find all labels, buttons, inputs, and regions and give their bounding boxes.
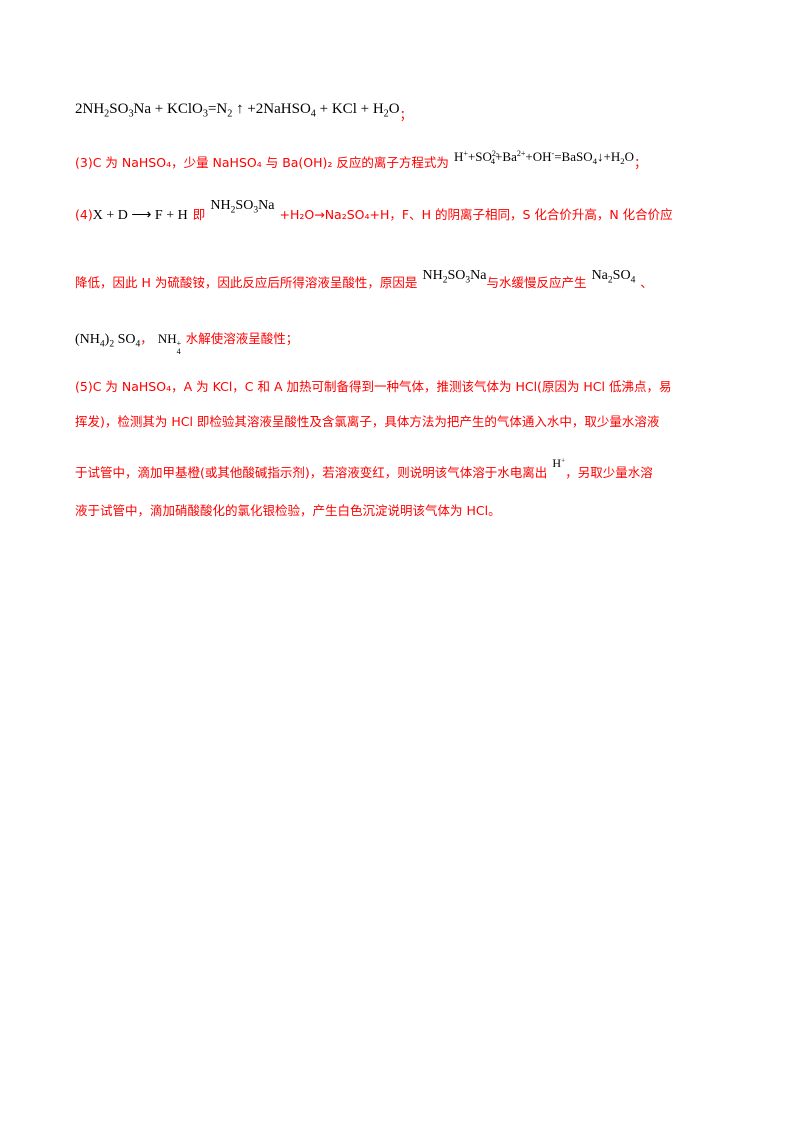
eq-subscript: 2	[620, 156, 625, 167]
eq-text: O	[388, 101, 400, 117]
eq-subscript: 2	[230, 205, 236, 216]
eq-superscript: 2+	[516, 149, 526, 159]
eq-text: SO	[109, 101, 129, 117]
answer-line-4b: 降低，因此 H 为硫酸铵，因此反应后所得溶液呈酸性，原因是 NH2SO3Na与水…	[75, 268, 653, 292]
formula-nh2so3na: NH2SO3Na	[422, 268, 487, 286]
semicolon: ；	[399, 107, 413, 122]
answer-text: 降低，因此 H 为硫酸铵，因此反应后所得溶液呈酸性，原因是	[75, 275, 418, 290]
eq-text: )	[104, 332, 110, 347]
eq-superscript: 2-	[491, 149, 499, 159]
eq-superscript: +	[176, 338, 182, 348]
eq-text: SO	[235, 198, 254, 213]
eq-subscript: 3	[128, 108, 134, 120]
answer-text: 与水缓慢反应产生	[486, 275, 587, 290]
eq-subscript: 4	[135, 339, 141, 350]
eq-text: Na + KClO	[133, 101, 203, 117]
eq-text: O	[624, 149, 635, 164]
answer-line-5b: 挥发)，检测其为 HCl 即检验其溶液呈酸性及含氯离子，具体方法为把产生的气体通…	[75, 414, 660, 429]
eq-superscript: -	[551, 149, 555, 159]
eq-text: ↓+H	[597, 149, 621, 164]
eq-text: 2NH	[75, 101, 105, 117]
eq-text: +Ba	[495, 149, 517, 164]
eq-text: Na	[591, 268, 608, 283]
eq-text: SO	[612, 268, 631, 283]
eq-subscript: 4	[310, 108, 316, 120]
eq-text: Na	[470, 268, 487, 283]
eq-subscript: 4	[99, 339, 105, 350]
eq-subscript: 4	[592, 156, 598, 167]
answer-text: ，	[140, 331, 153, 346]
answer-line-4: (4)X + D ⟶ F + H 即 NH2SO3Na +H₂O→Na₂SO₄+…	[75, 198, 673, 224]
formula-nh4-ion: NH+4	[157, 331, 186, 356]
eq-superscript: +	[463, 149, 468, 159]
eq-text: H	[552, 456, 562, 470]
formula-nh4-2so4: (NH4)2 SO4	[75, 332, 141, 350]
answer-text: 即	[192, 207, 206, 222]
question-number: (4)	[75, 207, 93, 222]
eq-text: (NH	[75, 332, 100, 347]
answer-line-5a: (5)C 为 NaHSO₄，A 为 KCl，C 和 A 加热可制备得到一种气体，…	[75, 379, 672, 394]
eq-subscript: 4	[490, 156, 496, 167]
eq-subscript: 2	[227, 108, 233, 120]
eq-subscript: 2	[109, 339, 115, 350]
eq-text: Na	[258, 198, 275, 213]
formula-na2so4: Na2SO4	[591, 268, 636, 286]
answer-text: ，另取少量水溶	[565, 465, 653, 480]
eq-text: NH	[422, 268, 443, 283]
eq-text: =BaSO	[554, 149, 593, 164]
answer-text: +H₂O→Na₂SO₄+H，F、H 的阴离子相同，S 化合价升高，N 化合价应	[279, 207, 673, 222]
answer-text: 水解使溶液呈酸性；	[185, 331, 299, 346]
equation-line-1: 2NH2SO3Na + KClO3=N2 ↑ +2NaHSO4 + KCl + …	[75, 98, 412, 122]
eq-text: +2NaHSO	[247, 101, 311, 117]
eq-subscript: 3	[202, 108, 208, 120]
eq-superscript: +	[561, 455, 566, 465]
eq-text: =N	[207, 101, 228, 117]
eq-subscript: 2	[104, 108, 110, 120]
answer-text: 于试管中，滴加甲基橙(或其他酸碱指示剂)，若溶液变红，则说明该气体溶于水电离出	[75, 465, 548, 480]
up-arrow-icon: ↑	[236, 101, 244, 117]
answer-line-5c: 于试管中，滴加甲基橙(或其他酸碱指示剂)，若溶液变红，则说明该气体溶于水电离出 …	[75, 456, 653, 481]
eq-text: H	[454, 149, 464, 164]
eq-subscript: 2	[383, 108, 389, 120]
eq-text: NH	[210, 198, 231, 213]
eq-text: SO	[117, 332, 136, 347]
eq-text: SO	[447, 268, 466, 283]
eq-subscript: 4	[630, 275, 636, 286]
eq-text: +SO	[467, 149, 492, 164]
eq-text: + KCl + H	[319, 101, 384, 117]
eq-text: +OH	[525, 149, 552, 164]
answer-line-5d: 液于试管中，滴加硝酸酸化的氯化银检验，产生白色沉淀说明该气体为 HCl。	[75, 503, 501, 518]
answer-text: (3)C 为 NaHSO₄，少量 NaHSO₄ 与 Ba(OH)₂ 反应的离子方…	[75, 155, 449, 170]
reaction-scheme: X + D ⟶ F + H	[92, 208, 188, 223]
formula-nh2so3na: NH2SO3Na	[210, 198, 275, 216]
eq-subscript: 3	[465, 275, 471, 286]
answer-line-3: (3)C 为 NaHSO₄，少量 NaHSO₄ 与 Ba(OH)₂ 反应的离子方…	[75, 149, 647, 171]
eq-subscript: 4	[176, 346, 181, 356]
eq-subscript: 2	[442, 275, 448, 286]
eq-subscript: 3	[253, 205, 259, 216]
semicolon: ；	[634, 155, 647, 170]
ionic-equation: H++SO2-4+Ba2++OH-=BaSO4↓+H2O	[454, 149, 635, 167]
formula-h-ion: H+	[552, 456, 565, 470]
answer-text: 、	[640, 275, 653, 290]
eq-subscript: 2	[607, 275, 613, 286]
eq-text: NH	[157, 331, 177, 346]
